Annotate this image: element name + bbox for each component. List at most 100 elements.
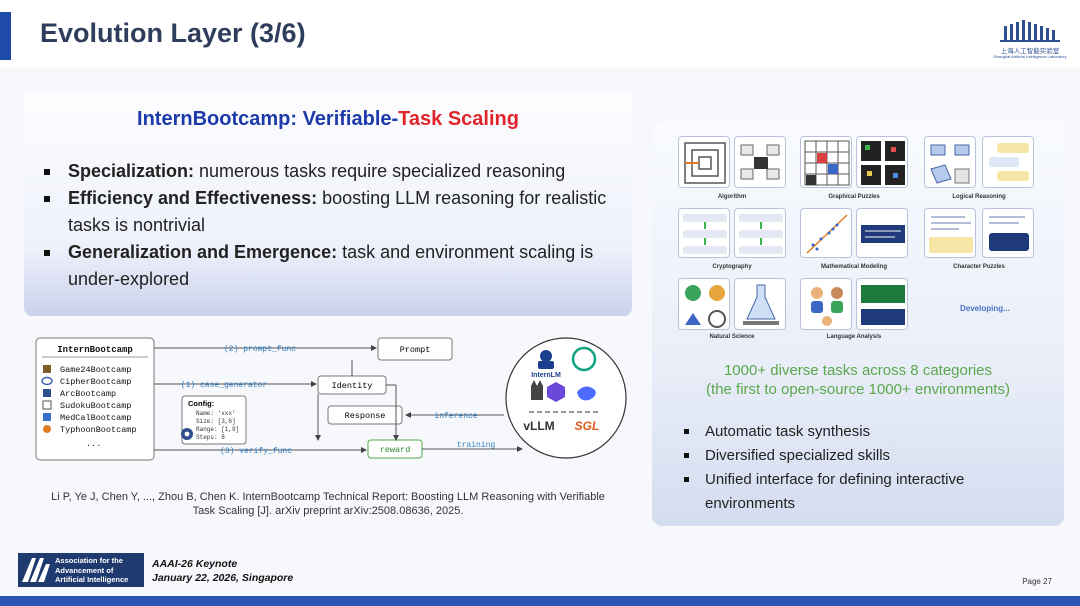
shlab-logo: 上海人工智能实验室 Shanghai Artificial Intelligen… [992, 14, 1068, 62]
title-accent-bar [0, 12, 11, 60]
reward-box-label: reward [380, 445, 411, 455]
internbootcamp-diagram: InternBootcamp Game24Bootcamp CipherBoot… [35, 337, 627, 461]
flow-label-prompt: (2) prompt_func [224, 345, 296, 354]
deepseek-icon [577, 386, 596, 401]
keynote-title: AAAI-26 Keynote [152, 558, 238, 570]
grid-puzzle-icon [804, 140, 850, 186]
openai-icon [571, 346, 597, 372]
prompt-box [377, 337, 453, 361]
cipher-steps-icon [683, 214, 727, 254]
bootcamp-box-title: InternBootcamp [57, 345, 133, 355]
text-puzzle-icon [929, 216, 973, 253]
science-icon [685, 285, 726, 328]
aaai-name-line: Artificial Intelligence [55, 575, 129, 584]
bullet-specialization: Specialization: numerous tasks require s… [42, 158, 627, 185]
game24-icon [43, 365, 51, 373]
bootcamp-ellipsis: ... [86, 439, 101, 449]
math-plot-tile [800, 208, 852, 258]
logo-english-name: Shanghai Artificial Intelligence Laborat… [993, 54, 1067, 59]
logic-shapes-icon [930, 144, 970, 184]
page-number: Page 27 [1022, 577, 1052, 586]
category-algorithm: Algorithm [717, 194, 747, 200]
math-equation-tile [856, 208, 908, 258]
citation: Li P, Ye J, Chen Y, ..., Zhou B, Chen K.… [24, 490, 632, 518]
right-bullet: Unified interface for defining interacti… [682, 468, 1052, 516]
cubes-icon [740, 144, 780, 180]
shlab-logo-mark-icon [1000, 20, 1060, 42]
vllm-label: vLLM [523, 419, 554, 433]
keynote-info: AAAI-26 Keynote January 22, 2026, Singap… [152, 557, 293, 585]
chat-bubbles-icon [989, 143, 1029, 181]
cipher-icon [41, 376, 53, 386]
bullet-generalization: Generalization and Emergence: task and e… [42, 239, 627, 293]
bullet-bold: Generalization and Emergence: [68, 242, 338, 262]
lab-flask-icon [743, 284, 779, 325]
response-box-label: Response [345, 411, 386, 421]
citation-line: Li P, Ye J, Chen Y, ..., Zhou B, Chen K.… [51, 491, 605, 503]
right-bullet: Diversified specialized skills [682, 444, 1052, 468]
bootcamp-item: TyphoonBootcamp [60, 425, 137, 435]
category-character-puzzles: Character Puzzles [953, 264, 1005, 270]
equation-icon [861, 225, 905, 243]
language-text-icon [861, 285, 905, 325]
panel-bullet-list: Specialization: numerous tasks require s… [42, 158, 627, 293]
flow-label-verify: (3) verify_func [220, 447, 292, 456]
config-line: Range: [1,9] [196, 426, 239, 433]
medcal-icon [43, 413, 51, 421]
flow-label-training: training [457, 441, 496, 450]
bullet-text: task and environment scaling is under-ex… [68, 242, 594, 289]
sudoku-icon [42, 400, 52, 410]
stats-subline: (the first to open-source 1000+ environm… [706, 381, 1010, 398]
internbootcamp-panel: InternBootcamp: Verifiable-Task Scaling … [24, 92, 632, 316]
slide-title: Evolution Layer (3/6) [40, 18, 306, 48]
config-line: Steps: 8 [196, 434, 225, 441]
morse-icon [739, 214, 783, 254]
category-mathematical-modeling: Mathematical Modeling [820, 264, 887, 270]
aaai-name: Association for the Advancement of Artif… [55, 556, 128, 585]
stats-line: 1000+ diverse tasks across 8 categories [723, 362, 993, 379]
flow-label-inference: inference [434, 412, 477, 421]
developing-label: Developing... [960, 304, 1010, 313]
maze-icon [684, 142, 726, 184]
chat-answer-icon [989, 216, 1029, 251]
internlm-icon [538, 350, 554, 369]
config-box [181, 395, 247, 445]
aaai-name-line: Association for the [55, 556, 123, 565]
bullet-bold: Efficiency and Effectiveness: [68, 188, 318, 208]
people-icon [811, 287, 843, 326]
config-title: Config: [188, 399, 214, 408]
bottom-accent-bar [0, 596, 1080, 606]
bootcamp-box [35, 337, 155, 461]
scatter-plot-icon [806, 214, 848, 254]
model-circle [505, 337, 627, 459]
bootcamp-item: ArcBootcamp [60, 389, 116, 399]
character-chat-tile [982, 208, 1034, 258]
algorithm-cubes-tile [734, 136, 786, 188]
bullet-text: boosting LLM reasoning for realistic tas… [68, 188, 607, 235]
right-bullet-list: Automatic task synthesis Diversified spe… [682, 420, 1052, 516]
arc-icon [43, 389, 51, 397]
prompt-box-label: Prompt [400, 345, 431, 355]
flow-label-case: (1) case_generator [181, 381, 268, 390]
aaai-name-line: Advancement of [55, 565, 114, 575]
citation-line: Task Scaling [J]. arXiv preprint arXiv:2… [192, 505, 464, 517]
sgl-label: SGL [575, 419, 600, 433]
logical-shapes-tile [924, 136, 976, 188]
llama-icon [531, 380, 543, 400]
science-icons-tile [678, 278, 730, 330]
gear-icon [181, 428, 193, 440]
graphical-dark-tile [856, 136, 908, 188]
internlm-label: InternLM [531, 372, 561, 379]
crypto-morse-tile [734, 208, 786, 258]
category-language-analysis: Language Analysis [826, 334, 882, 340]
category-logical-reasoning: Logical Reasoning [952, 194, 1006, 200]
typhoon-icon [43, 425, 51, 433]
panel-title: InternBootcamp: Verifiable-Task Scaling [24, 108, 632, 131]
science-lab-tile [734, 278, 786, 330]
keynote-date: January 22, 2026, Singapore [152, 572, 294, 584]
logo-chinese-name: 上海人工智能实验室 [1000, 48, 1060, 55]
bullet-efficiency: Efficiency and Effectiveness: boosting L… [42, 185, 627, 239]
character-text-tile [924, 208, 976, 258]
panel-title-blue: InternBootcamp: Verifiable- [137, 108, 399, 130]
category-graphical-puzzles: Graphical Puzzles [828, 194, 880, 200]
